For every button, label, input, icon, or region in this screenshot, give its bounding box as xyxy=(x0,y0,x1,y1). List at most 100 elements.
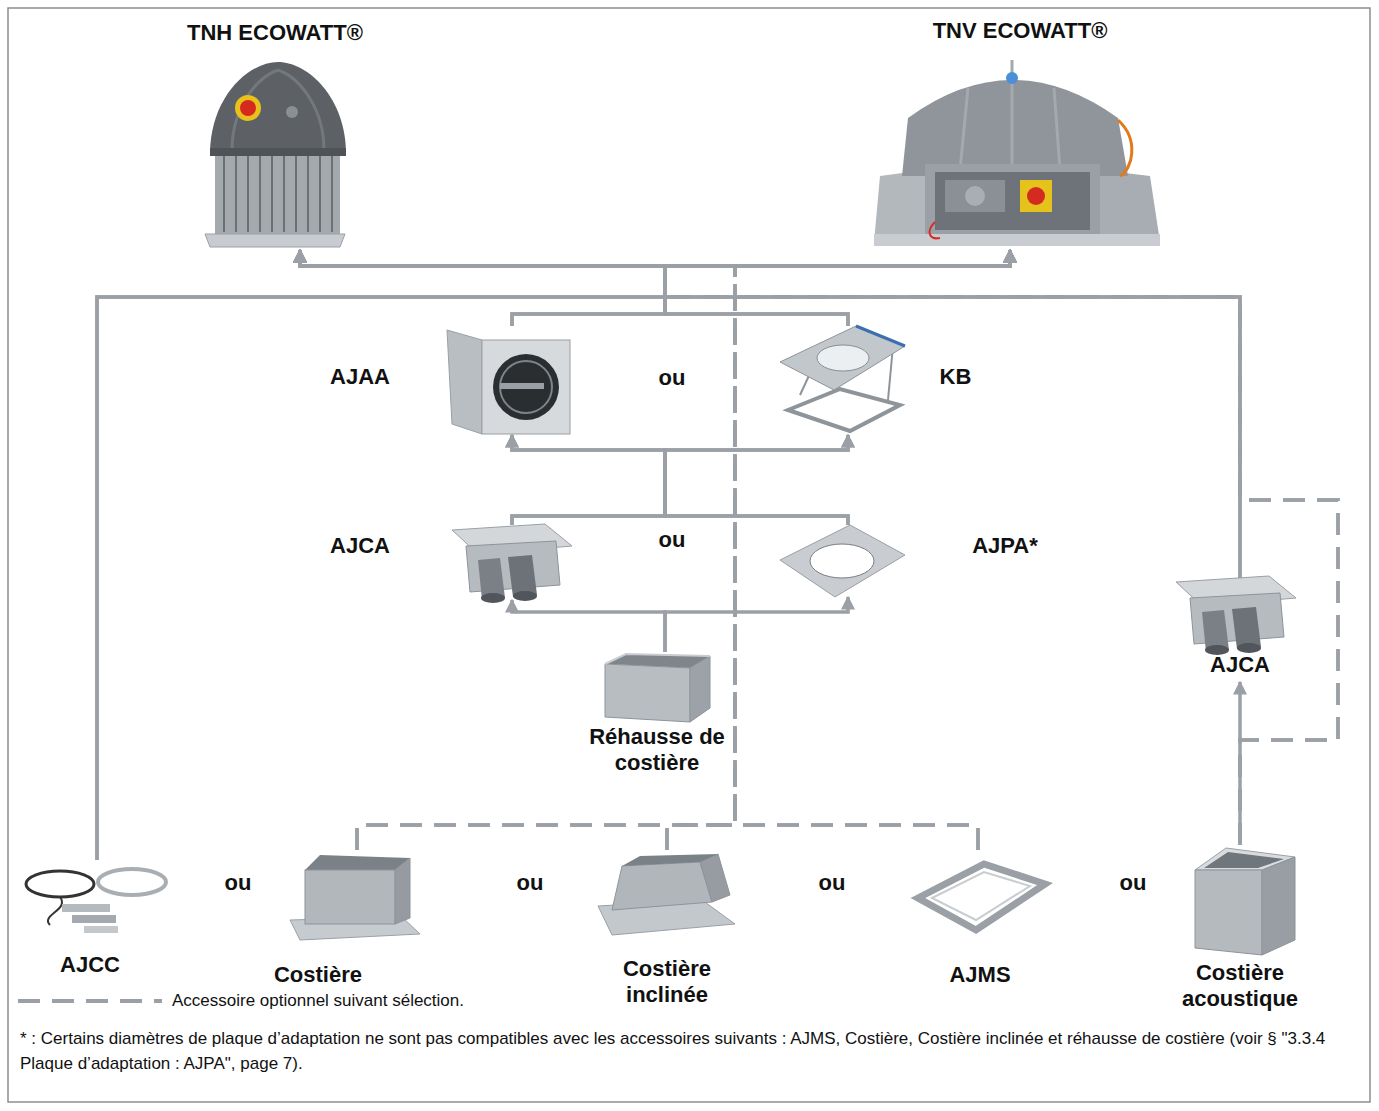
part-label: Costière inclinée xyxy=(597,956,737,1008)
part-label: TNV ECOWATT® xyxy=(865,18,1175,44)
fan-node: TNV ECOWATT® xyxy=(865,18,1175,250)
accessory-node: Costière acoustique xyxy=(1160,845,1320,1017)
ajcc-illustration xyxy=(26,869,166,933)
ajpa-illustration xyxy=(780,525,905,597)
optional-connector xyxy=(357,250,1010,850)
fan-node: TNH ECOWATT® xyxy=(175,20,375,250)
connector xyxy=(512,250,1010,326)
connector xyxy=(512,435,848,525)
accessory-node: Costière inclinée xyxy=(597,850,737,1012)
tnh-fan-illustration xyxy=(232,70,324,150)
ajcc-illustration xyxy=(98,869,166,895)
accessory-node: AJCA xyxy=(1170,578,1310,682)
tnh-fan-illustration xyxy=(295,156,297,232)
tnh-fan-illustration xyxy=(223,156,225,232)
ajcc-illustration xyxy=(48,897,62,925)
tnh-fan-illustration xyxy=(210,62,346,154)
part-label: AJAA xyxy=(305,364,415,390)
connector xyxy=(512,600,665,652)
ajaa-illustration xyxy=(493,354,559,420)
ajaa-illustration xyxy=(447,330,482,434)
ajaa-illustration xyxy=(500,383,544,389)
tnv-fan-illustration xyxy=(1100,170,1160,242)
part-label: KB xyxy=(928,364,983,390)
tnh-fan-illustration xyxy=(210,148,346,156)
ajpa-illustration xyxy=(810,544,874,578)
rehausse-illustration xyxy=(690,656,710,722)
illustration-layer xyxy=(452,524,572,603)
part-label: Costière acoustique xyxy=(1160,960,1320,1012)
illustration-layer xyxy=(1176,576,1296,655)
tnh-fan-illustration xyxy=(286,106,298,118)
accessory-node: Réhausse de costière xyxy=(582,652,732,787)
legend-text: Accessoire optionnel suivant sélection. xyxy=(170,990,466,1012)
tnh-fan-illustration xyxy=(240,100,256,116)
tnv-fan-illustration xyxy=(1020,180,1052,212)
ajaa-illustration xyxy=(447,330,570,434)
costiere-inclinee-illustration xyxy=(622,854,718,866)
ajcc-illustration xyxy=(72,915,116,923)
tnv-fan-illustration xyxy=(925,164,1100,234)
accessory-node: KB xyxy=(778,326,985,435)
tnv-fan-illustration xyxy=(1118,120,1132,176)
accessory-node: AJMS xyxy=(910,850,1050,992)
tnv-fan-illustration xyxy=(930,222,940,238)
part-label: AJCC xyxy=(15,952,165,978)
costiere-illustration xyxy=(305,855,410,870)
part-label: AJMS xyxy=(910,962,1050,988)
footnote: * : Certains diamètres de plaque d’adapt… xyxy=(20,1026,1355,1076)
tnv-fan-illustration xyxy=(935,172,1090,230)
tnh-fan-illustration xyxy=(205,62,346,247)
part-label: Costière xyxy=(270,962,366,988)
tnh-fan-illustration xyxy=(271,156,273,232)
or-separator: ou xyxy=(652,365,692,391)
tnv-fan-illustration xyxy=(965,186,985,206)
kb-illustration xyxy=(817,345,869,371)
costiere-illustration xyxy=(305,870,395,924)
connector xyxy=(665,435,848,525)
or-separator: ou xyxy=(652,527,692,553)
tnv-fan-illustration xyxy=(902,80,1128,176)
ajpa-illustration xyxy=(780,525,905,597)
optional-connector xyxy=(667,250,1010,850)
tnv-fan-illustration xyxy=(1027,187,1045,205)
tnh-fan-illustration xyxy=(235,156,237,232)
ajms-illustration xyxy=(932,872,1030,920)
optional-connector xyxy=(300,250,735,850)
ajcc-illustration xyxy=(62,904,110,912)
connector xyxy=(665,250,1240,578)
costiere-inclinee-illustration xyxy=(700,854,730,902)
connector xyxy=(665,250,1010,326)
kb-illustration xyxy=(780,326,905,390)
tnh-fan-illustration xyxy=(283,156,285,232)
connector xyxy=(300,250,1240,578)
connector xyxy=(97,250,1010,860)
connector xyxy=(97,250,665,860)
tnh-fan-illustration xyxy=(235,95,261,121)
or-separator: ou xyxy=(510,870,550,896)
ajms-illustration xyxy=(918,864,1045,930)
costiere-acoustique-illustration xyxy=(1195,848,1295,955)
tnv-fan-illustration xyxy=(960,60,1060,170)
frame xyxy=(8,8,1370,1102)
optional-connector xyxy=(300,250,1338,845)
part-label: AJCA xyxy=(305,533,415,559)
kb-illustration xyxy=(856,326,905,346)
tnh-fan-illustration xyxy=(319,156,321,232)
tnv-fan-illustration xyxy=(1006,72,1018,84)
part-label: TNH ECOWATT® xyxy=(175,20,375,46)
accessory-node: Costière xyxy=(270,850,425,992)
tnv-fan-illustration xyxy=(874,60,1160,246)
tnh-fan-illustration xyxy=(215,150,340,236)
optional-connector xyxy=(300,250,978,850)
accessory-node: AJPA* xyxy=(780,525,1050,597)
costiere-acoustique-illustration xyxy=(1262,857,1295,955)
ajcc-illustration xyxy=(84,926,118,933)
legend-dashed-sample xyxy=(18,999,162,1003)
rehausse-illustration xyxy=(605,664,690,722)
costiere-illustration xyxy=(395,858,410,924)
accessory-node: AJAA xyxy=(300,326,575,435)
tnh-fan-illustration xyxy=(331,156,333,232)
tnh-fan-illustration xyxy=(259,156,261,232)
